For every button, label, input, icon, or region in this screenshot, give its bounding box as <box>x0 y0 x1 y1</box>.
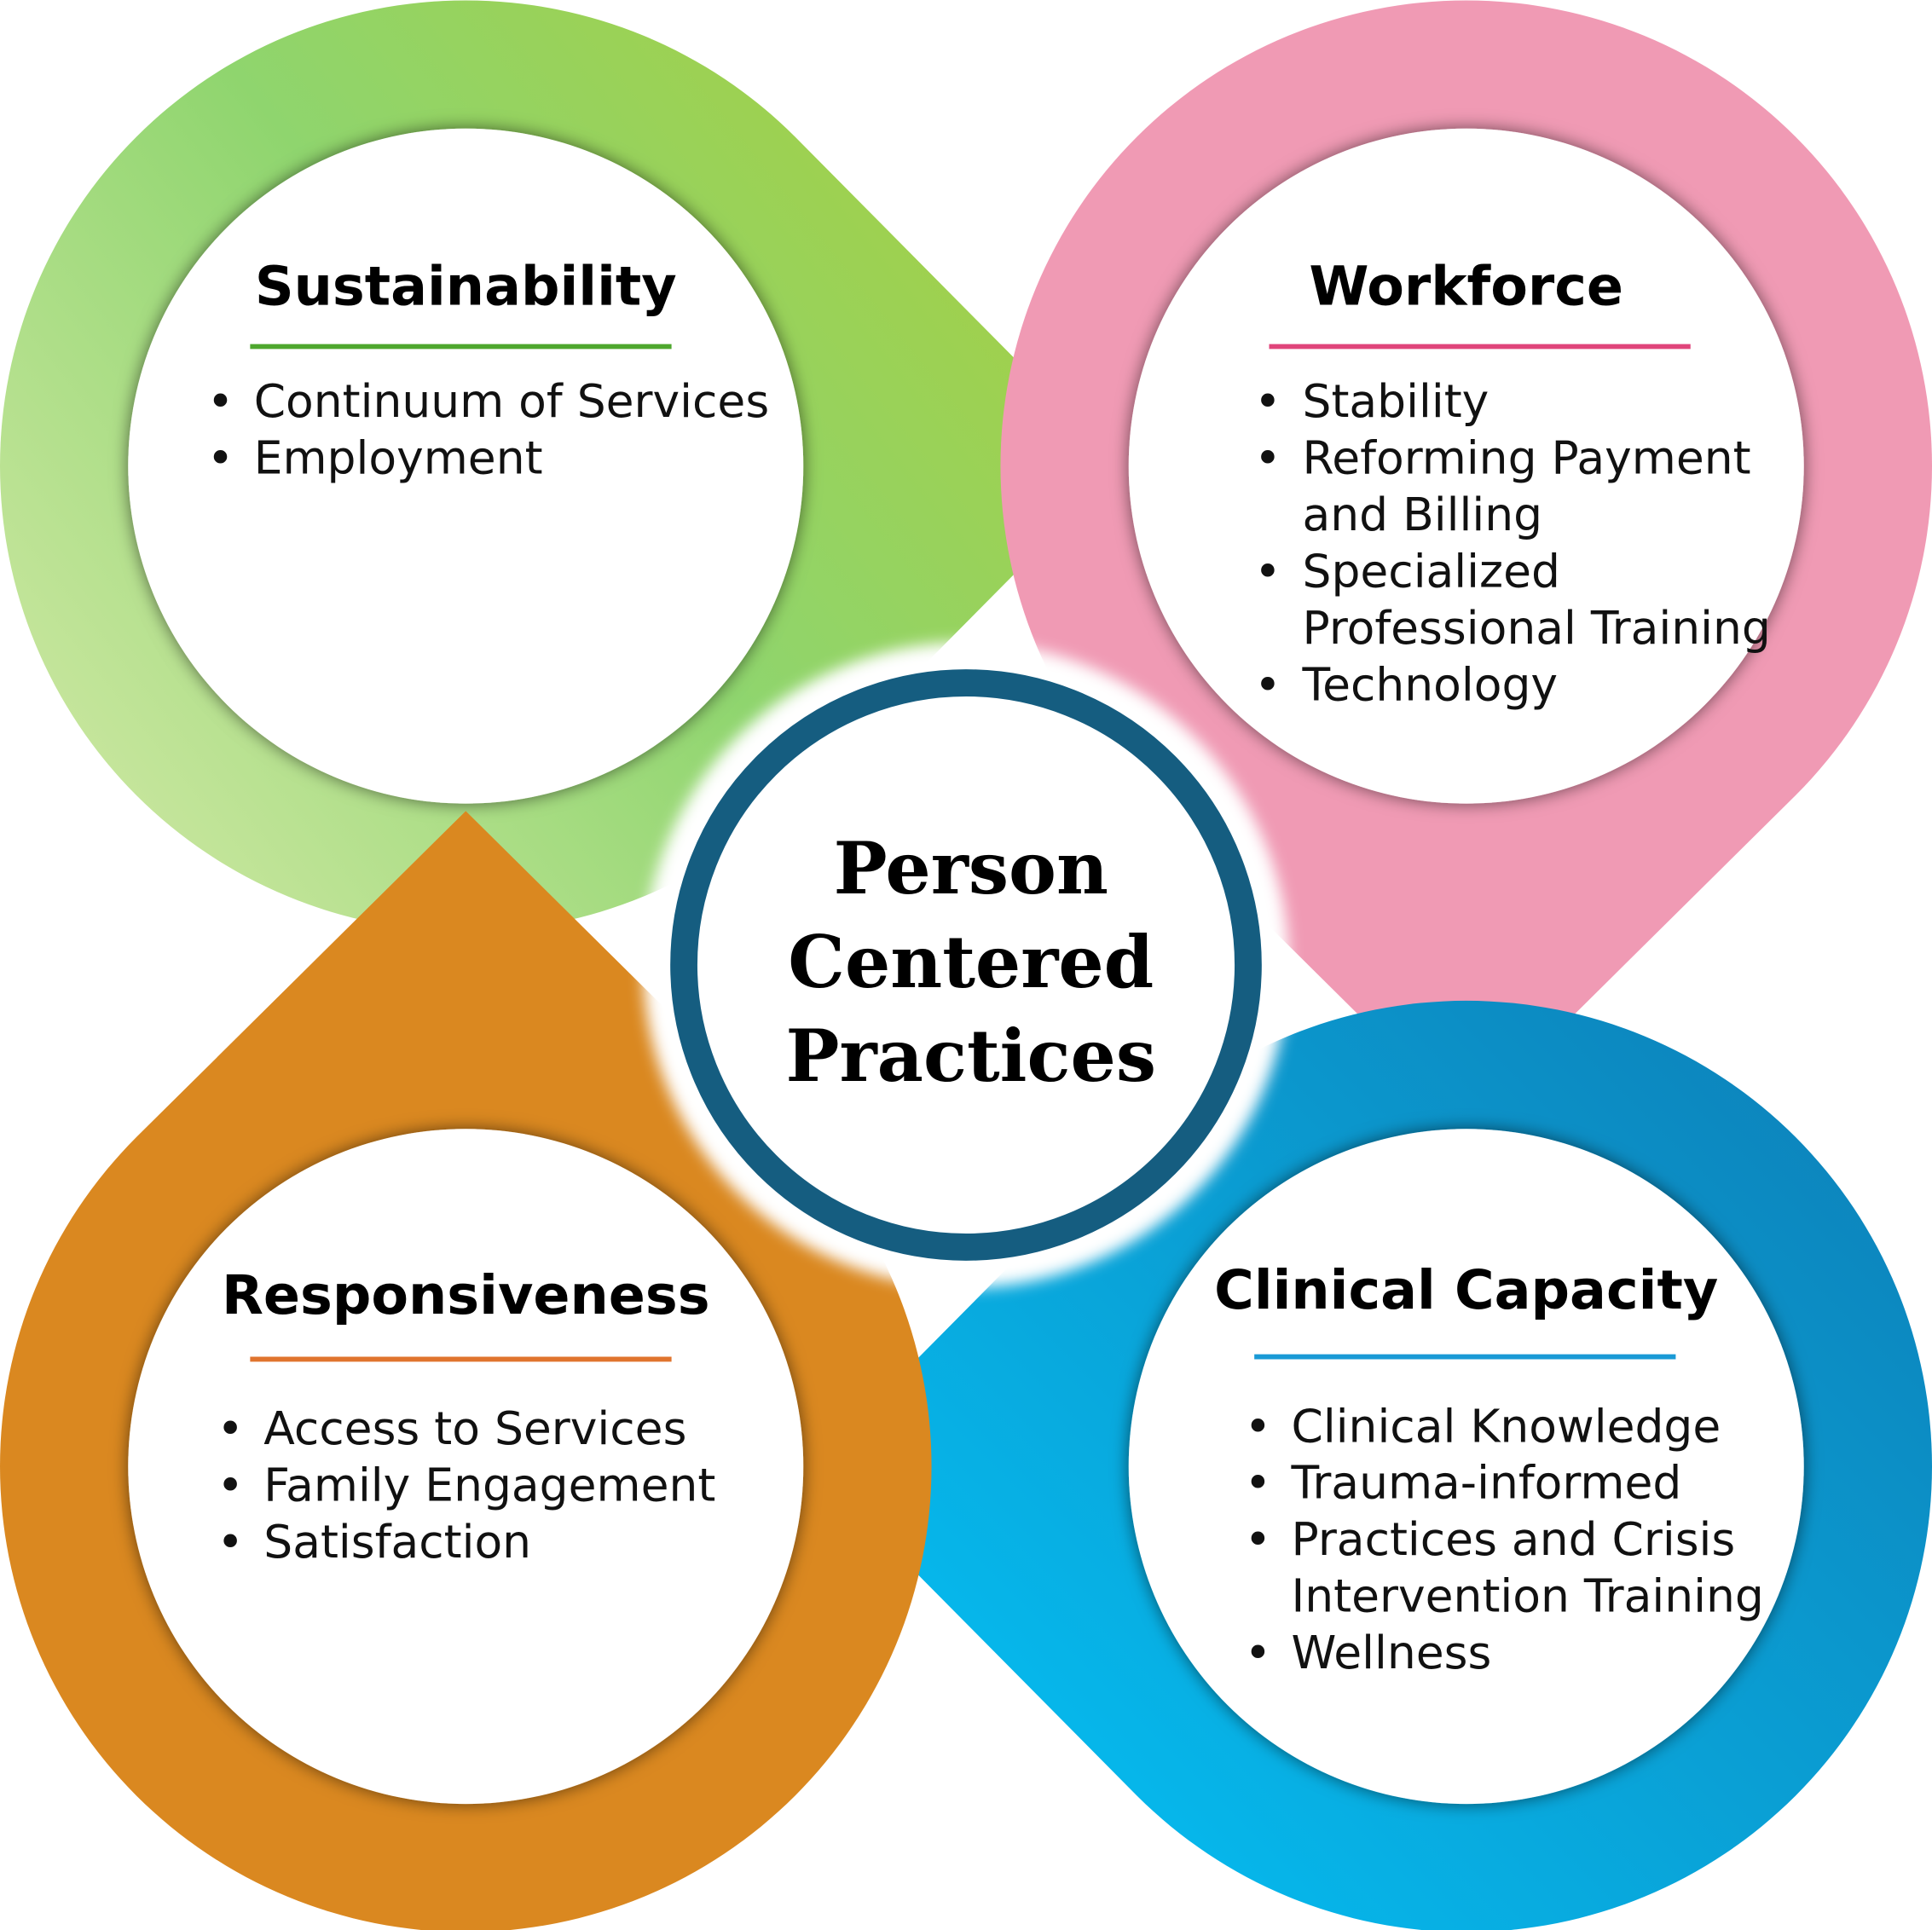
responsiveness-inner-circle <box>128 1129 804 1805</box>
center-line-2: Centered <box>788 920 1154 1004</box>
workforce-inner-circle <box>1128 128 1804 804</box>
bullet-icon: • <box>1254 657 1281 711</box>
list-item: Practices and Crisis <box>1292 1512 1736 1566</box>
center-hub: Person Centered Practices <box>670 669 1262 1261</box>
bullet-icon: • <box>1245 1626 1272 1679</box>
sustainability-content: Sustainability • Continuum of Services • Emp… <box>207 254 769 484</box>
list-item: Trauma-informed <box>1291 1456 1682 1510</box>
bullet-icon: • <box>217 1515 244 1569</box>
responsiveness-title: Responsiveness <box>222 1263 710 1326</box>
sustainability-inner-circle <box>128 128 804 804</box>
center-line-1: Person <box>834 826 1108 910</box>
list-item: Clinical Knowledge <box>1292 1399 1721 1453</box>
bullet-icon: • <box>1245 1456 1272 1510</box>
list-item: Technology <box>1302 657 1559 711</box>
responsiveness-content: Responsiveness • Access to Services • Family… <box>217 1263 715 1569</box>
clinical-capacity-title: Clinical Capacity <box>1214 1258 1718 1321</box>
bullet-icon: • <box>217 1401 244 1455</box>
workforce-content: Workforce • Stability • Reforming Paymentand… <box>1254 254 1771 711</box>
workforce-title: Workforce <box>1309 254 1623 317</box>
list-item: Professional Training <box>1303 601 1771 655</box>
bullet-icon: • <box>217 1459 244 1512</box>
bullet-icon: • <box>207 430 234 484</box>
bullet-icon: • <box>207 374 234 428</box>
center-line-3: Practices <box>786 1014 1157 1098</box>
list-item: Stability <box>1303 374 1489 428</box>
list-item: Continuum of Services <box>254 374 770 428</box>
list-item: Intervention Training <box>1292 1569 1764 1623</box>
bullet-icon: • <box>1254 374 1281 428</box>
list-item: Satisfaction <box>263 1515 531 1569</box>
list-item: and Billing <box>1303 488 1543 541</box>
list-item: Employment <box>254 430 543 484</box>
bullet-icon: • <box>1245 1512 1272 1566</box>
bullet-icon: • <box>1254 544 1281 598</box>
list-item: Specialized <box>1303 544 1560 598</box>
center-ring <box>670 669 1262 1261</box>
clinical-capacity-inner-circle <box>1128 1129 1804 1805</box>
bullet-icon: • <box>1254 430 1281 484</box>
list-item: Wellness <box>1292 1626 1492 1679</box>
clinical-capacity-content: Clinical Capacity • Clinical Knowledge • Tra… <box>1214 1258 1764 1679</box>
bullet-icon: • <box>1245 1399 1272 1453</box>
list-item: Family Engagement <box>263 1459 715 1512</box>
sustainability-title: Sustainability <box>255 254 677 317</box>
list-item: Access to Services <box>263 1401 686 1455</box>
list-item: Reforming Payment <box>1303 430 1751 484</box>
